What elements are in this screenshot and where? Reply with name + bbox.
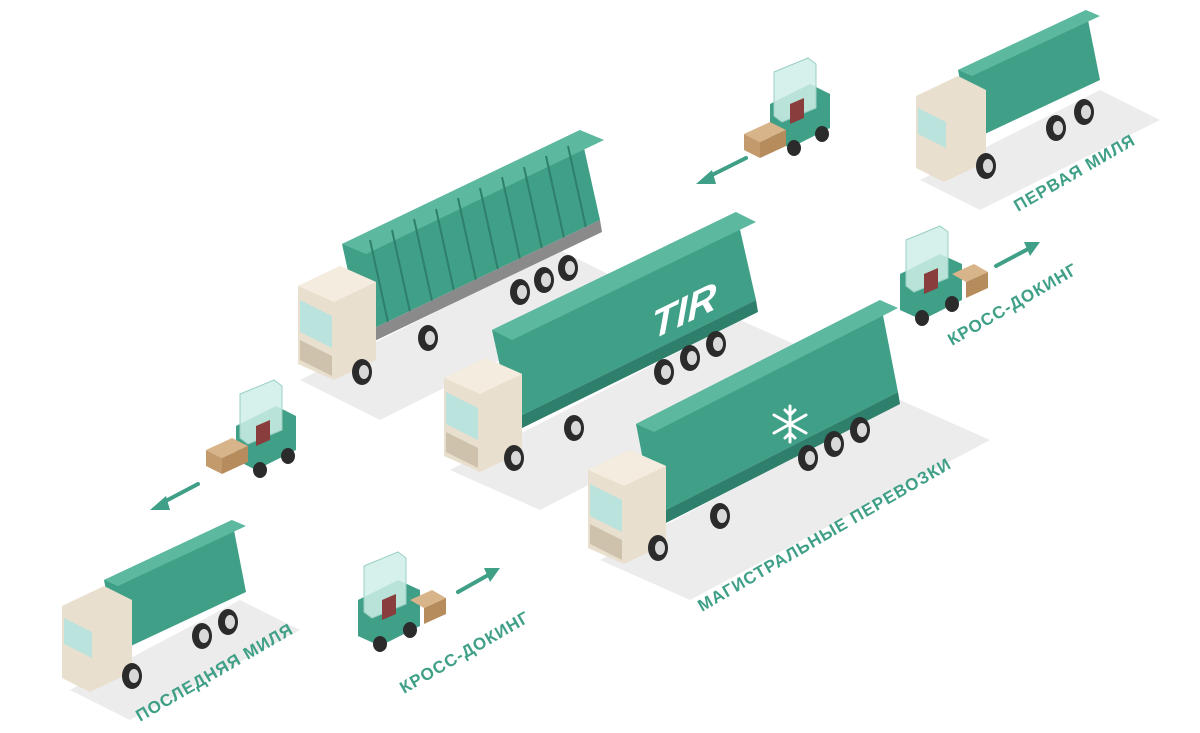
arrow-icon <box>994 242 1040 268</box>
ground-shadows <box>70 90 1160 720</box>
arrow-icon <box>696 156 748 184</box>
forklift-icon <box>744 57 830 158</box>
reefer-truck <box>588 300 900 564</box>
last-mile-van <box>62 520 246 692</box>
first-mile-van <box>916 10 1100 182</box>
tir-truck: TIR <box>444 212 758 472</box>
forklift-icon <box>358 551 446 652</box>
arrow-icon <box>150 482 200 510</box>
snowflake-icon <box>772 404 808 444</box>
forklift-icon <box>900 225 988 326</box>
forklift-icon <box>206 379 296 478</box>
arrow-icon <box>456 568 500 594</box>
container-truck <box>298 130 604 385</box>
